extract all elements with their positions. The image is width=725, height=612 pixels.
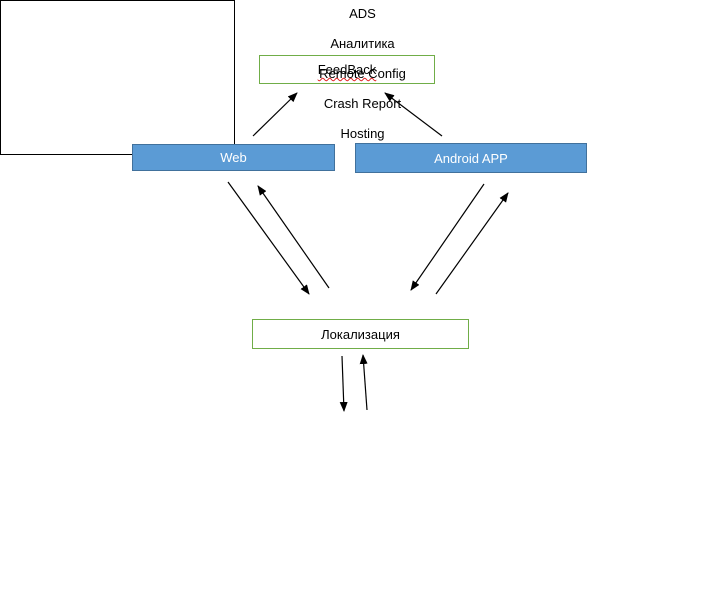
service-analytics: Аналитика [330, 36, 395, 51]
services-node: ADS Аналитика Remote Config Crash Report… [0, 0, 406, 155]
arrow-android-to-localization [410, 183, 485, 291]
service-hosting: Hosting [340, 126, 385, 141]
localization-node: Локализация [252, 319, 469, 349]
arrow-web-to-feedback [252, 92, 298, 137]
android-app-node: Android APP [355, 143, 587, 173]
arrow-localization-to-services [339, 355, 348, 412]
arrow-android-to-feedback [384, 92, 443, 137]
web-label: Web [220, 150, 247, 165]
feedback-node: FeedBack [259, 55, 435, 84]
service-remote-config: Remote Config [319, 66, 406, 81]
feedback-label: FeedBack [317, 62, 377, 77]
arrow-web-to-localization [227, 181, 310, 295]
arrow-localization-to-android [435, 192, 509, 295]
arrow-services-to-localization [359, 354, 368, 411]
android-app-label: Android APP [434, 150, 508, 166]
service-crash-report: Crash Report [323, 96, 402, 111]
arrow-localization-to-web [257, 185, 330, 289]
service-ads: ADS [349, 6, 376, 21]
localization-label: Локализация [321, 326, 400, 342]
web-node: Web [132, 144, 335, 171]
